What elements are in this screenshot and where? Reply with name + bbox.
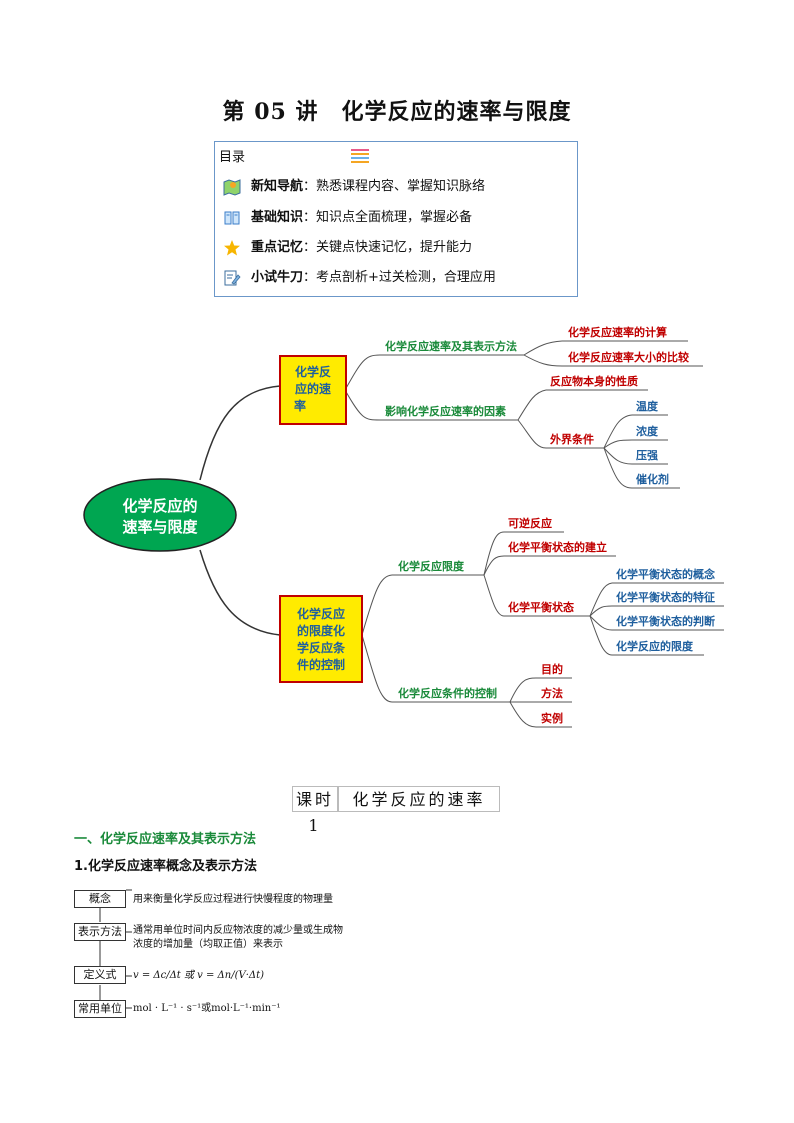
branch-external-conditions: 外界条件 <box>549 432 594 446</box>
leaf-pressure: 压强 <box>636 448 658 462</box>
concept-diagram <box>0 0 1 1</box>
toc-item-practice: 小试牛刀：考点剖析+过关检测，合理应用 <box>223 268 496 288</box>
leaf-reaction-limit: 化学反应的限度 <box>616 639 694 653</box>
branch-rate-expression: 化学反应速率及其表示方法 <box>385 339 517 353</box>
limit-node <box>279 595 363 683</box>
book-icon <box>224 211 240 224</box>
toc-item-memory: 重点记忆：关键点快速记忆，提升能力 <box>223 238 472 258</box>
branch-equilibrium-state: 化学平衡状态 <box>508 600 574 614</box>
concept-label-definition: 概念 <box>74 890 126 908</box>
leaf-rate-calculation: 化学反应速率的计算 <box>568 325 667 339</box>
leaf-temperature: 温度 <box>636 399 659 413</box>
concept-label-expression: 表示方法 <box>74 923 126 941</box>
limit-node-line-3: 学反应条 <box>297 640 346 655</box>
leaf-rate-comparison: 化学反应速率大小的比较 <box>568 350 689 364</box>
toc-item-basics: 基础知识：知识点全面梳理，掌握必备 <box>223 208 472 228</box>
limit-node-line-1: 化学反应 <box>297 606 345 621</box>
concept-text-unit: mol · L⁻¹ · s⁻¹或mol·L⁻¹·min⁻¹ <box>133 1003 281 1014</box>
subsection-heading: 1.化学反应速率概念及表示方法 <box>74 859 257 874</box>
map-icon <box>223 178 241 196</box>
concept-label-formula: 定义式 <box>74 966 126 984</box>
leaf-equilibrium-judgment: 化学平衡状态的判断 <box>616 614 715 628</box>
branch-rate-factors: 影响化学反应速率的因素 <box>385 404 506 418</box>
root-to-rate-link <box>199 385 281 481</box>
star-icon <box>224 239 240 255</box>
toc-item-nav: 新知导航：熟悉课程内容、掌握知识脉络 <box>223 177 485 197</box>
root-node <box>83 478 237 552</box>
leaf-method: 方法 <box>541 686 563 700</box>
limit-node-line-2: 的限度化 <box>297 623 345 638</box>
page-title: 第 05 讲 化学反应的速率与限度 <box>222 99 572 125</box>
root-node-line-2: 速率与限度 <box>122 518 198 536</box>
list-icon <box>351 149 369 165</box>
rate-node-line-2: 应的速 <box>295 381 331 396</box>
lesson-heading: 课时 1 化学反应的速率 <box>292 786 500 835</box>
leaf-concentration: 浓度 <box>636 424 659 438</box>
leaf-equilibrium-establishment: 化学平衡状态的建立 <box>508 540 607 554</box>
table-of-contents: 目录 新知导航：熟悉课程内容、掌握知识脉络 基础知识：知识点全面梳理，掌握必备 … <box>214 141 578 297</box>
leaf-equilibrium-concept: 化学平衡状态的概念 <box>616 567 716 581</box>
root-node-line-1: 化学反应的 <box>122 497 197 515</box>
rate-node-line-1: 化学反 <box>295 364 331 379</box>
branch-condition-control: 化学反应条件的控制 <box>398 686 497 700</box>
leaf-purpose: 目的 <box>541 662 563 676</box>
root-to-limit-link <box>199 549 281 636</box>
leaf-example: 实例 <box>541 711 563 725</box>
rate-node-line-3: 率 <box>294 398 306 413</box>
concept-text-definition: 用来衡量化学反应过程进行快慢程度的物理量 <box>133 894 333 905</box>
branch-reaction-limit: 化学反应限度 <box>398 559 465 573</box>
leaf-reactant-nature: 反应物本身的性质 <box>550 374 638 388</box>
rate-node <box>279 355 347 425</box>
leaf-catalyst: 催化剂 <box>636 472 669 486</box>
leaf-equilibrium-features: 化学平衡状态的特征 <box>616 590 715 604</box>
concept-text-expression: 通常用单位时间内反应物浓度的减少量或生成物 <box>133 925 343 936</box>
lesson-number: 课时 1 <box>292 786 338 835</box>
limit-node-line-4: 件的控制 <box>297 657 345 672</box>
mind-map: 化学反应的 速率与限度 化学反 应的速 率 化学反应 的限度化 学反应条 件的控… <box>83 325 724 728</box>
concept-text-formula: v = Δc/Δt 或 v = Δn/(V·Δt) <box>133 970 265 981</box>
section-heading: 一、化学反应速率及其表示方法 <box>74 832 257 847</box>
edit-icon <box>224 270 241 285</box>
lesson-title: 化学反应的速率 <box>338 786 500 812</box>
concept-text-expression-2: 浓度的增加量（均取正值）来表示 <box>133 939 283 950</box>
leaf-reversible-reaction: 可逆反应 <box>508 516 552 530</box>
concept-label-unit: 常用单位 <box>74 1000 126 1018</box>
toc-header: 目录 <box>219 150 246 165</box>
